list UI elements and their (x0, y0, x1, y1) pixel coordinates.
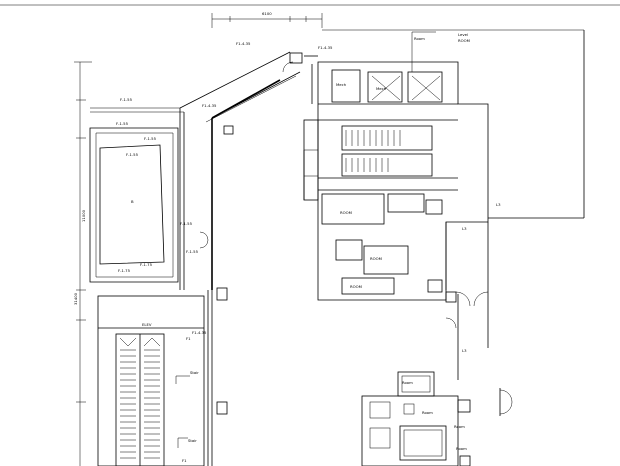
upper-left-room-mid-label: F-1.55 (126, 152, 139, 157)
left-entry-mark: F1 (186, 336, 191, 341)
bottom-mark: F1 (182, 458, 187, 463)
top-right-level: Level (458, 32, 468, 37)
right-corridor-label: L3 (496, 202, 501, 207)
escalator-label: ELEV (142, 322, 152, 327)
hatched-room-code-3: ROOM (350, 284, 362, 289)
mech-room-label-2: Mech (376, 86, 387, 91)
heavy-wall-diagonal (211, 79, 281, 119)
corridor-label-1: F1-4.35 (236, 41, 251, 46)
corridor-door (199, 231, 209, 241)
room-bottom-level-2: F-1.75 (118, 268, 131, 273)
stair-label-1: Stair (190, 370, 199, 375)
diagonal-wall (179, 51, 301, 290)
corridor-markers: Stair Stair F1 F1 (175, 336, 199, 463)
top-right-room-tag: Room (414, 36, 425, 41)
corridor-label-3: F1-4.35 (318, 45, 333, 50)
lower-right-room-label-1: Room (402, 380, 413, 385)
hatched-room-code-1: ROOM (340, 210, 352, 215)
left-segment-dimension: 11000 (81, 209, 86, 222)
top-dimension-chain: 6100 (211, 11, 323, 28)
right-corridor: L3 L3 (445, 222, 513, 416)
mech-room-label-1: Mech (336, 82, 347, 87)
hatched-core-block: Mech Mech ROOM ROOM ROOM (317, 61, 489, 301)
top-dimension-label: 6100 (262, 11, 272, 16)
upper-left-room: F-1.55 F-1.55 F-1.55 F-1.55 B F-1.75 F-1… (89, 97, 179, 283)
escalator-mark: F1-4.35 (192, 330, 207, 335)
corridor-mark-a: F-1.55 (180, 221, 193, 226)
lower-right-room-label-2: Room (422, 410, 433, 415)
corridor-label-2: F1-4.35 (202, 103, 217, 108)
upper-left-level-label-2: F-1.55 (116, 121, 129, 126)
top-entrance-door (282, 52, 303, 73)
stair-rooms (303, 119, 319, 201)
stair-label-2: Stair (188, 438, 197, 443)
room-center-mark: B (131, 199, 134, 204)
lower-right-room-label-4: Room (456, 446, 467, 451)
upper-left-level-label: F-1.55 (120, 97, 133, 102)
central-corridor-walls (207, 287, 228, 466)
top-right-code: ROOM (458, 38, 470, 43)
left-total-dimension: 31400 (73, 292, 78, 305)
column-box (223, 125, 234, 135)
top-right-tag: Room Level ROOM (411, 31, 470, 72)
upper-left-room-label: F-1.55 (144, 136, 157, 141)
lower-right-rooms: Room Room Room Room (361, 371, 471, 466)
lower-right-room-label-3: Room (454, 424, 465, 429)
right-corridor-label-3: L3 (462, 348, 467, 353)
escalator-area: ELEV F1-4.35 (97, 295, 207, 466)
left-dimension-chain: 31400 11000 (73, 61, 92, 466)
hatched-room-code-2: ROOM (370, 256, 382, 261)
room-bottom-level: F-1.75 (140, 262, 153, 267)
right-corridor-label-2: L3 (462, 226, 467, 231)
corridor-mark-b: F-1.55 (186, 249, 199, 254)
